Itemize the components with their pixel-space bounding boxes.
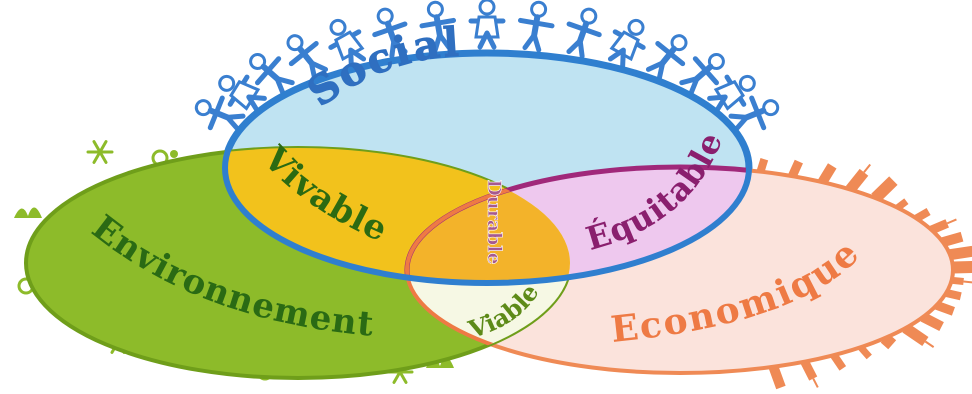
person-icon	[372, 7, 408, 59]
person-icon	[194, 95, 246, 132]
plant-icon	[86, 140, 114, 164]
durable-region	[407, 167, 570, 283]
plant-icon	[14, 207, 42, 218]
person-icon	[728, 95, 780, 132]
person-icon	[707, 74, 756, 113]
person-icon	[607, 18, 646, 69]
person-icon	[286, 34, 329, 81]
person-icon	[218, 74, 267, 113]
person-icon	[249, 52, 295, 96]
person-icon	[645, 34, 688, 81]
person-icon	[419, 0, 457, 53]
center-outline	[405, 165, 570, 375]
person-icon	[328, 18, 367, 69]
person-icon	[679, 52, 725, 96]
people-chain-icon	[194, 0, 780, 132]
durable-label: Durable	[483, 179, 505, 264]
person-icon	[517, 0, 555, 53]
social-outline	[222, 50, 752, 286]
person-icon	[566, 7, 602, 59]
city-skyline-icon	[724, 148, 972, 390]
person-icon	[468, 0, 506, 50]
